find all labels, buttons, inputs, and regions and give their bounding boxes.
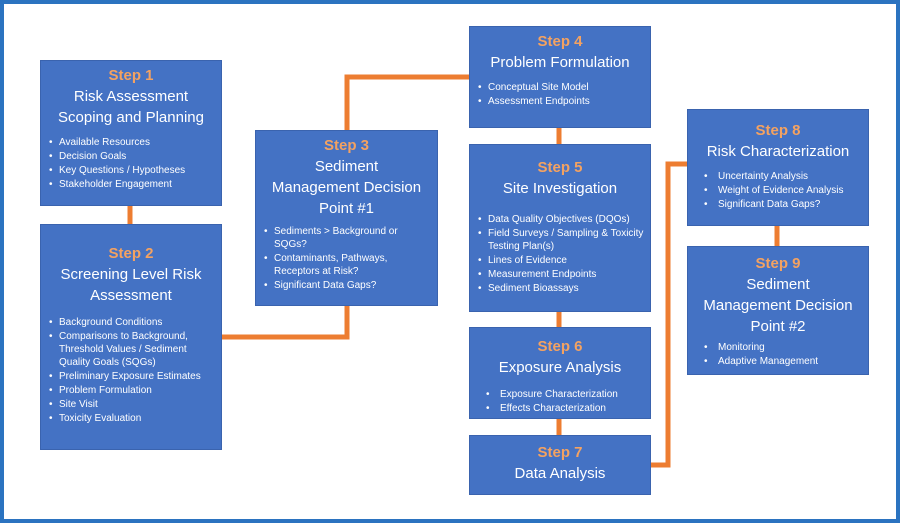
step-7-box: Step 7 Data Analysis: [469, 435, 651, 495]
step-item-list: Monitoring Adaptive Management: [694, 341, 862, 368]
list-item: Site Visit: [47, 398, 215, 411]
step-title-line: Screening Level Risk: [60, 266, 202, 283]
step-title-line: Site Investigation: [502, 180, 618, 197]
list-item: Data Quality Objectives (DQOs): [476, 213, 644, 226]
step-number: Step 8: [755, 122, 801, 139]
step-title-line: Assessment: [90, 287, 172, 304]
step-title-line: Point #1: [318, 200, 375, 217]
step-number: Step 2: [108, 245, 154, 262]
step-title-line: Management Decision: [703, 297, 853, 314]
connector-lines: [127, 74, 780, 468]
connector-step2-step3: [221, 306, 350, 340]
step-title-line: Problem Formulation: [490, 54, 630, 71]
step-9-box: Step 9 Sediment Management Decision Poin…: [687, 246, 869, 375]
step-title: Risk Assessment Scoping and Planning: [47, 86, 215, 128]
step-4-box: Step 4 Problem Formulation Conceptual Si…: [469, 26, 651, 128]
step-title-line: Sediment: [314, 158, 379, 175]
step-3-box: Step 3 Sediment Management Decision Poin…: [255, 130, 438, 306]
step-number: Step 4: [537, 33, 583, 50]
connector-step7-step8: [650, 161, 688, 468]
step-number: Step 9: [755, 255, 801, 272]
step-title-line: Risk Assessment: [73, 88, 189, 105]
step-item-list: Uncertainty Analysis Weight of Evidence …: [694, 170, 862, 211]
step-title-line: Sediment: [746, 276, 810, 293]
step-title-line: Exposure Analysis: [498, 359, 622, 376]
step-title-line: Management Decision: [271, 179, 422, 196]
list-item: Uncertainty Analysis: [694, 170, 862, 183]
step-title-line: Risk Characterization: [706, 143, 850, 160]
step-number: Step 3: [323, 137, 369, 154]
list-item: Significant Data Gaps?: [694, 198, 862, 211]
step-5-box: Step 5 Site Investigation Data Quality O…: [469, 144, 651, 312]
step-number: Step 1: [108, 67, 154, 84]
list-item: Comparisons to Background, Threshold Val…: [47, 330, 215, 369]
list-item: Preliminary Exposure Estimates: [47, 370, 215, 383]
list-item: Weight of Evidence Analysis: [694, 184, 862, 197]
step-2-box: Step 2 Screening Level Risk Assessment B…: [40, 224, 222, 450]
list-item: Background Conditions: [47, 316, 215, 329]
list-item: Sediment Bioassays: [476, 282, 644, 295]
step-item-list: Sediments > Background or SQGs? Contamin…: [262, 225, 431, 292]
step-item-list: Available Resources Decision Goals Key Q…: [47, 136, 215, 191]
step-item-list: Exposure Characterization Effects Charac…: [476, 388, 644, 415]
list-item: Contaminants, Pathways, Receptors at Ris…: [262, 252, 431, 278]
step-number: Step 6: [537, 338, 583, 355]
list-item: Problem Formulation: [47, 384, 215, 397]
step-title-line: Point #2: [750, 318, 806, 335]
list-item: Sediments > Background or SQGs?: [262, 225, 431, 251]
step-title-line: Data Analysis: [514, 465, 606, 482]
step-title: Data Analysis: [476, 463, 644, 484]
list-item: Assessment Endpoints: [476, 95, 644, 108]
list-item: Adaptive Management: [694, 355, 862, 368]
list-item: Decision Goals: [47, 150, 215, 163]
list-item: Effects Characterization: [476, 402, 644, 415]
step-item-list: Data Quality Objectives (DQOs) Field Sur…: [476, 213, 644, 295]
step-number: Step 7: [537, 444, 583, 461]
list-item: Lines of Evidence: [476, 254, 644, 267]
list-item: Exposure Characterization: [476, 388, 644, 401]
list-item: Monitoring: [694, 341, 862, 354]
step-1-box: Step 1 Risk Assessment Scoping and Plann…: [40, 60, 222, 206]
list-item: Key Questions / Hypotheses: [47, 164, 215, 177]
step-6-box: Step 6 Exposure Analysis Exposure Charac…: [469, 327, 651, 419]
step-number: Step 5: [537, 159, 583, 176]
step-title: Problem Formulation: [476, 52, 644, 73]
connector-step3-step4: [344, 74, 470, 130]
list-item: Available Resources: [47, 136, 215, 149]
list-item: Field Surveys / Sampling & Toxicity Test…: [476, 227, 644, 253]
step-title: Risk Characterization: [694, 141, 862, 162]
step-title: Site Investigation: [476, 178, 644, 199]
step-item-list: Background Conditions Comparisons to Bac…: [47, 316, 215, 425]
step-title: Exposure Analysis: [476, 357, 644, 378]
step-title-line: Scoping and Planning: [58, 109, 204, 126]
list-item: Measurement Endpoints: [476, 268, 644, 281]
list-item: Toxicity Evaluation: [47, 412, 215, 425]
list-item: Stakeholder Engagement: [47, 178, 215, 191]
step-8-box: Step 8 Risk Characterization Uncertainty…: [687, 109, 869, 226]
list-item: Significant Data Gaps?: [262, 279, 431, 292]
step-title: Sediment Management Decision Point #2: [694, 274, 862, 337]
list-item: Conceptual Site Model: [476, 81, 644, 94]
step-title: Screening Level Risk Assessment: [47, 264, 215, 306]
step-title: Sediment Management Decision Point #1: [262, 156, 431, 219]
step-item-list: Conceptual Site Model Assessment Endpoin…: [476, 81, 644, 108]
